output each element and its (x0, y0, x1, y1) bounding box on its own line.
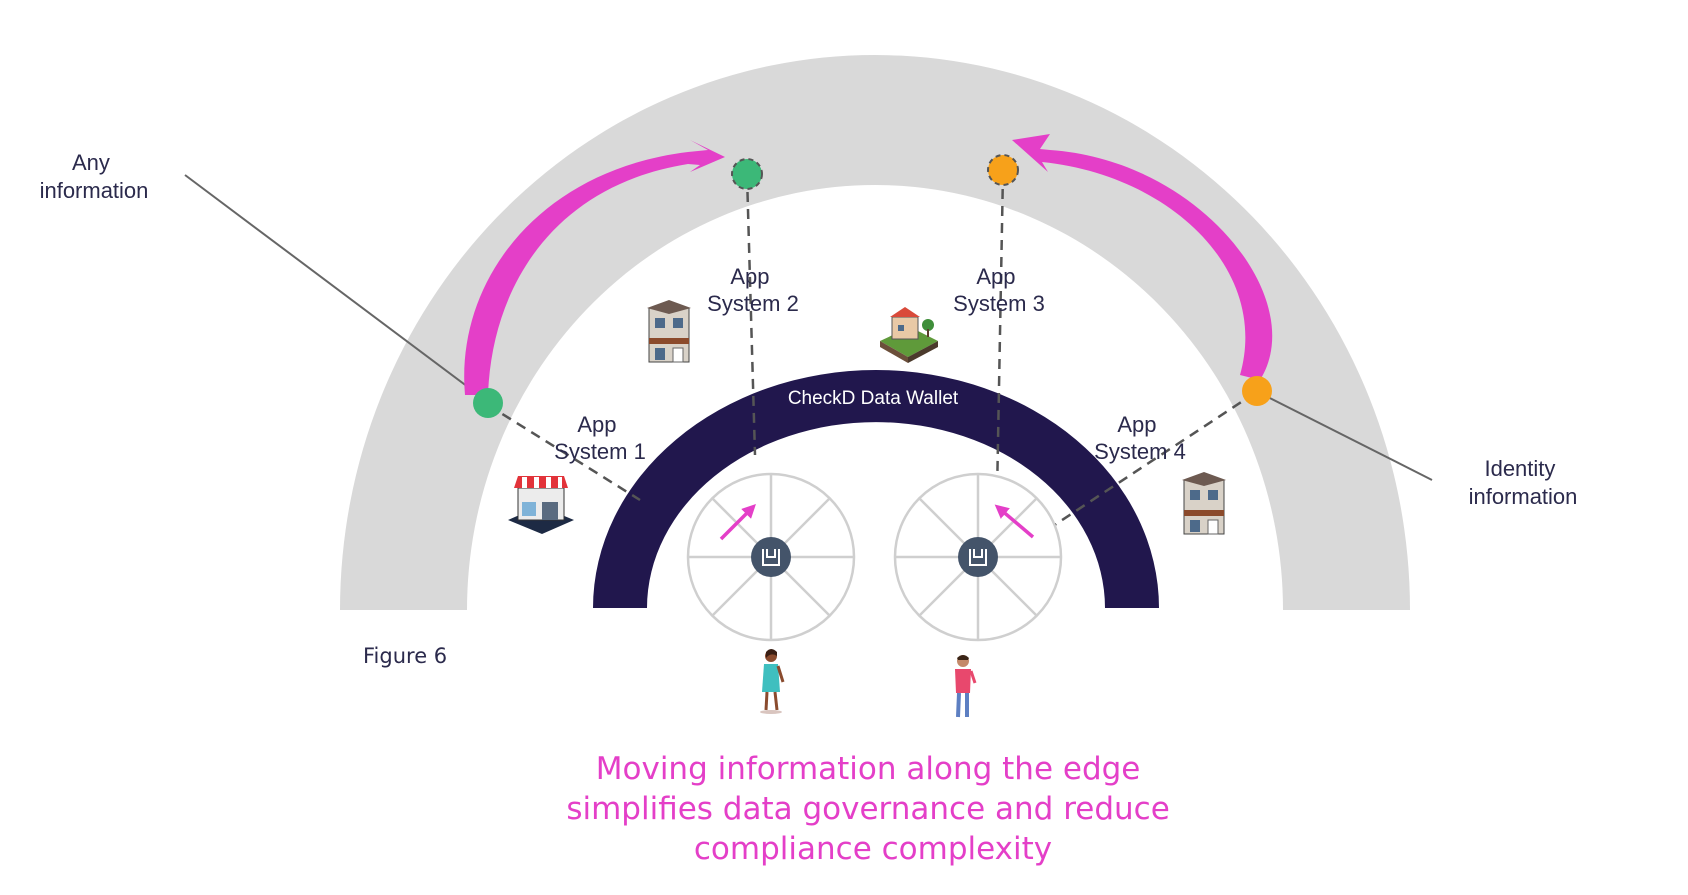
app-system-4-label: App System 4 (1094, 412, 1186, 464)
person-woman-icon (760, 649, 785, 714)
any-information-leader (184, 174, 489, 403)
green-dot-app2 (731, 158, 763, 190)
pink-arrow-icon (719, 504, 756, 541)
any-information-label: Any information (40, 150, 149, 203)
wallet-wheel-left (686, 472, 856, 642)
house-garden-icon (880, 307, 938, 363)
wallet-arc (593, 370, 1159, 608)
orange-dot-source (1242, 376, 1272, 406)
figure-label: Figure 6 (363, 644, 447, 668)
townhouse-icon (647, 300, 691, 363)
app-system-3-label: App System 3 (953, 264, 1045, 316)
orange-dot-app3 (987, 154, 1019, 186)
identity-information-leader (1257, 391, 1433, 481)
townhouse-icon (1182, 472, 1226, 535)
app-system-2-label: App System 2 (707, 264, 799, 316)
identity-information-label: Identity information (1469, 456, 1578, 509)
movement-arrows (464, 134, 1273, 395)
outer-edge-arc (340, 55, 1410, 610)
dashed-connectors (487, 171, 1256, 530)
green-dot-source (473, 388, 503, 418)
caption: Moving information along the edge simpli… (566, 751, 1179, 867)
pink-arrow-icon (994, 504, 1035, 539)
wallet-label: CheckD Data Wallet (788, 388, 959, 409)
person-man-icon (955, 655, 977, 718)
left-movement-arrow (464, 140, 725, 395)
app-system-1-label: App System 1 (554, 412, 646, 464)
shop-icon (508, 476, 574, 534)
right-movement-arrow (1012, 134, 1273, 380)
wallet-wheel-right (893, 472, 1063, 642)
